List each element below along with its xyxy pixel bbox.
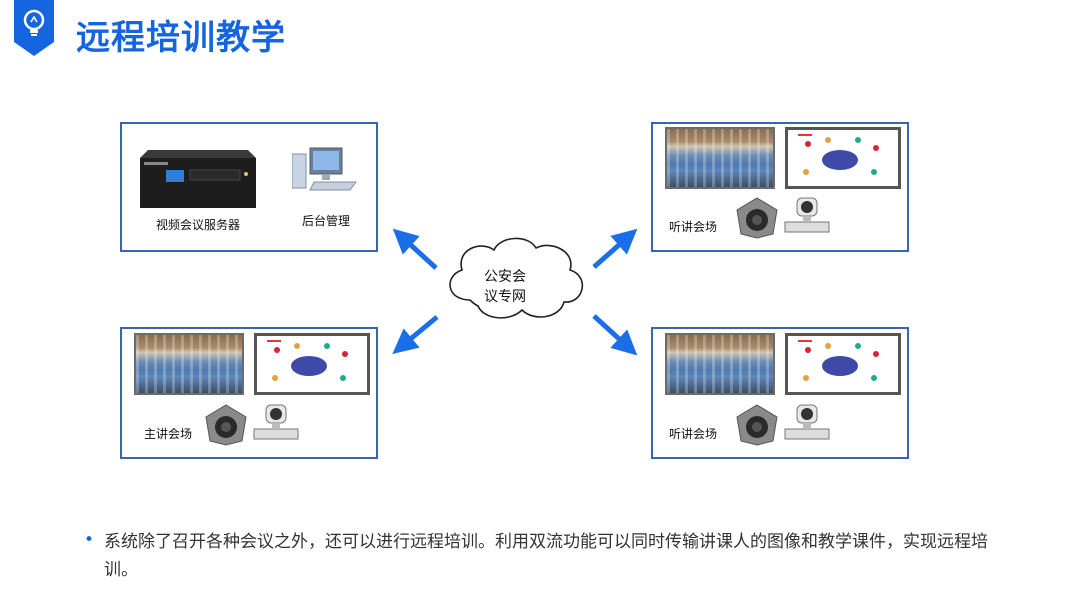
- arrow-to-listen-top: [592, 228, 638, 269]
- admin-label: 后台管理: [302, 214, 351, 228]
- listen-venue-label: 听讲会场: [669, 427, 718, 441]
- courseware-diagram-icon: [798, 340, 879, 381]
- arrow-to-server: [392, 228, 438, 270]
- network-label-line1: 公安会: [484, 269, 526, 285]
- main-venue-panel: 主讲会场: [120, 327, 378, 459]
- lightbulb-badge-icon: [14, 0, 54, 56]
- classroom-photo: [134, 333, 244, 395]
- ptz-camera-icon: [784, 404, 830, 440]
- bullet-marker: •: [84, 530, 95, 550]
- ptz-camera-icon: [784, 197, 830, 233]
- conference-camera-icon: [736, 404, 778, 446]
- listen-venue-label: 听讲会场: [669, 220, 718, 234]
- server-rack-icon: [140, 150, 256, 208]
- server-label: 视频会议服务器: [156, 218, 241, 232]
- courseware-screen: [785, 127, 901, 189]
- courseware-diagram-icon: [798, 134, 879, 175]
- ptz-camera-icon: [253, 404, 299, 440]
- server-panel: 视频会议服务器 后台管理: [120, 122, 378, 252]
- network-label-line2: 议专网: [484, 289, 526, 305]
- description-text: 系统除了召开各种会议之外，还可以进行远程培训。利用双流功能可以同时传输讲课人的图…: [104, 532, 988, 580]
- classroom-photo: [665, 127, 775, 189]
- listen-venue-top-panel: 听讲会场: [651, 122, 909, 252]
- courseware-screen: [785, 333, 901, 395]
- courseware-screen: [254, 333, 370, 395]
- main-venue-label: 主讲会场: [144, 427, 193, 441]
- arrow-to-listen-bottom: [592, 314, 638, 356]
- conference-camera-icon: [736, 197, 778, 239]
- conference-camera-icon: [205, 404, 247, 446]
- arrow-to-main: [392, 315, 439, 354]
- page-title: 远程培训教学: [76, 18, 286, 58]
- computer-icon: [292, 147, 357, 191]
- courseware-diagram-icon: [267, 340, 348, 381]
- listen-venue-bottom-panel: 听讲会场: [651, 327, 909, 459]
- classroom-photo: [665, 333, 775, 395]
